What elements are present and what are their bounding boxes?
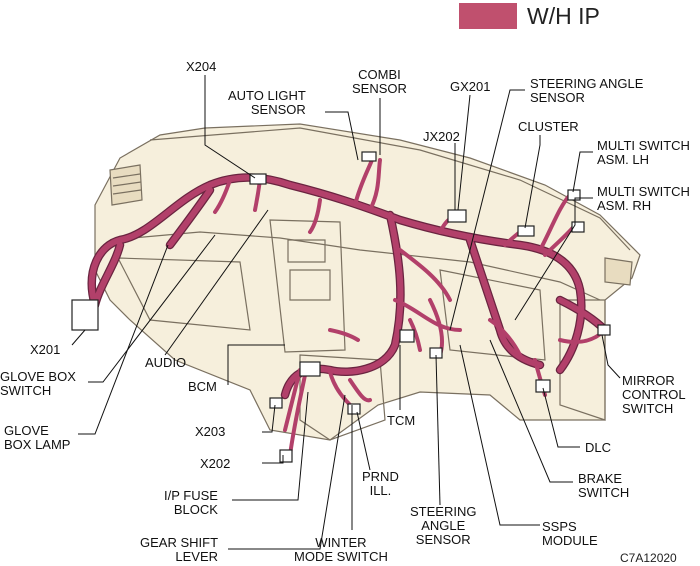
label-gear-shift-lever: GEAR SHIFT LEVER bbox=[140, 535, 219, 564]
connector-jx202 bbox=[447, 209, 467, 223]
leader-audio bbox=[164, 209, 269, 356]
leader-glove-lamp bbox=[78, 244, 169, 435]
label-x201: X201 bbox=[30, 342, 61, 357]
leader-mirror bbox=[601, 334, 621, 379]
label-ssps-module: SSPS MODULE bbox=[542, 519, 598, 548]
leader-ip-fuse bbox=[232, 391, 309, 501]
label-jx202: JX202 bbox=[423, 129, 460, 144]
leader-steering-top bbox=[449, 89, 525, 331]
dash-top-edge bbox=[149, 127, 631, 251]
label-tcm: TCM bbox=[387, 413, 416, 428]
right-vent bbox=[604, 257, 633, 286]
leader-multi-rh bbox=[514, 197, 593, 321]
connector-bcm bbox=[299, 361, 321, 377]
leader-ssps bbox=[459, 344, 540, 526]
legend-swatch bbox=[459, 3, 517, 29]
label-winter-mode-switch: WINTER MODE SWITCH bbox=[294, 535, 388, 564]
dash-face-line bbox=[109, 231, 601, 301]
label-steering-angle-sensor-top: STEERING ANGLE SENSOR bbox=[530, 76, 644, 105]
label-ip-fuse-block: I/P FUSE BLOCK bbox=[164, 488, 218, 517]
leader-auto-light bbox=[325, 111, 359, 161]
leader-x202 bbox=[262, 455, 284, 464]
connector-tcm bbox=[399, 329, 415, 343]
left-vent bbox=[109, 164, 143, 206]
label-x203: X203 bbox=[195, 424, 226, 439]
label-auto-light-sensor: AUTO LIGHT SENSOR bbox=[228, 88, 306, 117]
connector-multi-rh bbox=[571, 221, 585, 233]
legend-label: W/H IP bbox=[527, 3, 600, 29]
label-prnd-ill: PRND ILL. bbox=[362, 469, 399, 498]
connector-multi-lh bbox=[567, 189, 581, 201]
label-brake-switch: BRAKE SWITCH bbox=[578, 471, 630, 500]
connector-cluster bbox=[517, 225, 535, 237]
label-bcm: BCM bbox=[188, 379, 217, 394]
leader-gx201 bbox=[457, 94, 471, 211]
connector-x201 bbox=[71, 299, 99, 331]
leader-glove-switch bbox=[88, 234, 216, 383]
figure-code: C7A12020 bbox=[620, 551, 677, 565]
leader-dlc bbox=[542, 387, 580, 448]
connector-x204 bbox=[249, 173, 267, 185]
leader-prnd bbox=[356, 411, 371, 471]
label-mirror-control-switch: MIRROR CONTROL SWITCH bbox=[622, 373, 686, 416]
label-dlc: DLC bbox=[585, 440, 612, 455]
glovebox-outline bbox=[116, 257, 251, 331]
connectors bbox=[71, 151, 611, 463]
connector-mirror bbox=[597, 324, 611, 336]
leader-x203 bbox=[262, 404, 276, 433]
leader-cluster bbox=[524, 135, 541, 229]
label-gx201: GX201 bbox=[450, 79, 491, 94]
label-combi-sensor: COMBI SENSOR bbox=[352, 67, 407, 96]
column-opening bbox=[439, 269, 546, 361]
connector-combi bbox=[361, 151, 377, 162]
label-x202: X202 bbox=[200, 456, 231, 471]
label-cluster: CLUSTER bbox=[518, 119, 579, 134]
leader-bcm bbox=[227, 344, 285, 385]
leader-x201 bbox=[71, 329, 86, 346]
leader-gear-shift bbox=[228, 394, 346, 550]
label-multi-switch-rh: MULTI SWITCH ASM. RH bbox=[597, 184, 690, 213]
label-audio: AUDIO bbox=[145, 355, 187, 370]
label-multi-switch-lh: MULTI SWITCH ASM. LH bbox=[597, 138, 690, 167]
leader-x204 bbox=[204, 75, 256, 179]
label-glove-box-switch: GLOVE BOX SWITCH bbox=[0, 369, 76, 398]
connector-x203 bbox=[269, 397, 283, 409]
connector-dlc bbox=[535, 379, 551, 393]
leader-lines bbox=[71, 75, 621, 550]
dashboard-body bbox=[94, 123, 641, 441]
leader-brake bbox=[489, 339, 573, 483]
label-glove-box-lamp: GLOVE BOX LAMP bbox=[4, 423, 71, 452]
leader-steering-bottom bbox=[435, 354, 441, 506]
connector-x202 bbox=[279, 449, 293, 463]
label-x204: X204 bbox=[186, 59, 217, 74]
vent-slats bbox=[112, 173, 142, 195]
leader-multi-lh bbox=[572, 151, 593, 193]
label-steering-angle-sensor-bottom: STEERING ANGLE SENSOR bbox=[410, 504, 477, 547]
center-vents bbox=[287, 239, 331, 301]
connector-prnd bbox=[347, 403, 361, 415]
